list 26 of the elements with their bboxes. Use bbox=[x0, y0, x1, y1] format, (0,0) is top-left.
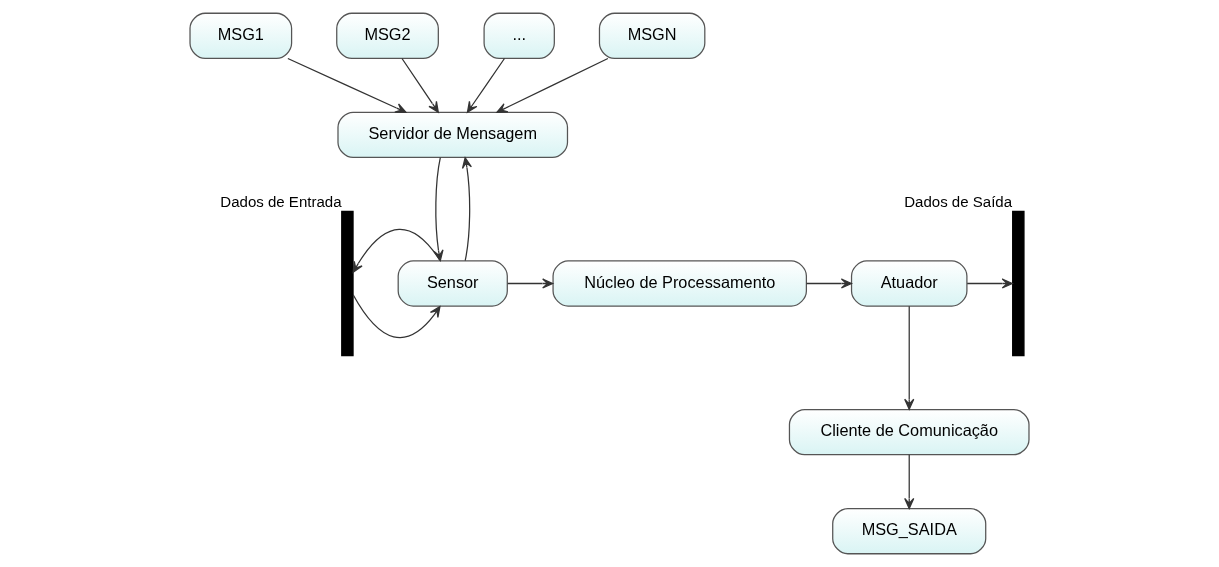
node-box: MSG_SAIDA bbox=[832, 507, 987, 555]
node-box: MSG2 bbox=[336, 12, 439, 60]
node-box: Núcleo de Processamento bbox=[552, 260, 807, 307]
node-bar bbox=[341, 210, 354, 357]
arrow bbox=[507, 278, 554, 289]
arrow bbox=[461, 157, 472, 262]
node-box: Atuador bbox=[850, 260, 968, 307]
arrow bbox=[401, 57, 439, 113]
node-box: Cliente de Comunicação bbox=[788, 408, 1030, 456]
node-box: MSGN bbox=[598, 12, 706, 60]
node-label: Dados de Saída bbox=[904, 193, 1013, 211]
arrow bbox=[904, 454, 915, 510]
node-label: Dados de Entrada bbox=[220, 193, 342, 211]
arrow bbox=[904, 305, 915, 410]
arrow bbox=[496, 57, 609, 113]
node-box: Servidor de Mensagem bbox=[337, 111, 569, 159]
node-box: Sensor bbox=[397, 260, 508, 307]
node-box: MSG1 bbox=[189, 12, 293, 60]
arrow bbox=[466, 57, 506, 113]
arrow bbox=[352, 228, 441, 273]
node-box: ... bbox=[483, 12, 555, 60]
arrow bbox=[805, 278, 853, 289]
arrow bbox=[966, 278, 1013, 289]
arrow bbox=[287, 57, 407, 113]
arrow bbox=[352, 294, 441, 339]
node-bar bbox=[1012, 210, 1025, 357]
